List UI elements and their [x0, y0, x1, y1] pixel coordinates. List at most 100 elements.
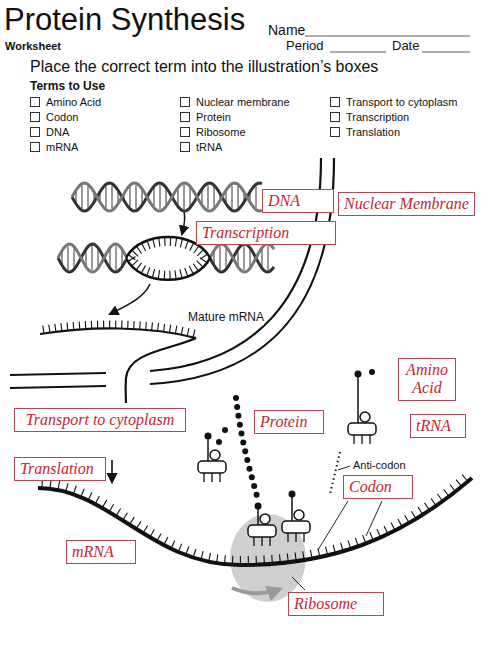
- base: [73, 486, 76, 494]
- bubble-strand: [126, 258, 210, 280]
- base-pair: [129, 187, 130, 207]
- base-pair: [85, 250, 86, 265]
- title: Protein Synthesis: [4, 4, 245, 35]
- base: [193, 329, 195, 337]
- base: [175, 326, 176, 334]
- base: [54, 324, 56, 332]
- base: [190, 243, 194, 251]
- base-pair: [73, 248, 74, 267]
- base: [398, 519, 402, 527]
- base: [232, 556, 234, 565]
- dna-strand: [72, 183, 262, 211]
- base: [97, 321, 98, 329]
- dna-strand: [72, 183, 262, 211]
- term: mRNA: [30, 141, 78, 154]
- answer-text: mRNA: [72, 543, 130, 561]
- base: [123, 513, 128, 521]
- base: [363, 535, 366, 543]
- base-pair: [231, 186, 232, 209]
- base: [103, 320, 104, 328]
- base: [147, 241, 150, 249]
- base: [157, 323, 159, 331]
- base: [444, 489, 449, 496]
- base-pair: [249, 249, 250, 266]
- base: [384, 526, 388, 534]
- mature-mrna: [40, 328, 196, 338]
- dna-strand: [210, 244, 274, 272]
- base: [169, 271, 170, 280]
- trna-symbol: [248, 503, 276, 547]
- answer-box: Ribosome: [288, 592, 384, 616]
- base: [139, 321, 141, 329]
- base: [128, 256, 135, 261]
- answer-text: Codon: [349, 478, 407, 496]
- base: [116, 508, 121, 516]
- base: [127, 321, 128, 329]
- base: [180, 269, 182, 278]
- base-pair: [97, 249, 98, 266]
- base-pair: [207, 185, 208, 208]
- base: [153, 239, 155, 248]
- instruction: Place the correct term into the illustra…: [30, 58, 378, 76]
- base: [170, 237, 172, 246]
- field-label: Period: [286, 39, 324, 54]
- heading: Terms to Use: [30, 80, 105, 94]
- base: [181, 327, 183, 335]
- base: [348, 540, 351, 549]
- base: [310, 550, 312, 559]
- base: [141, 265, 145, 273]
- base: [60, 323, 62, 331]
- amino-acid-dot: [242, 448, 248, 454]
- answer-box: Translation: [14, 457, 106, 481]
- base: [180, 239, 182, 248]
- subtitle: Worksheet: [5, 40, 61, 53]
- base: [271, 555, 273, 564]
- dna-strand: [210, 244, 274, 272]
- amino-acid-dot: [235, 413, 241, 419]
- base: [355, 538, 358, 546]
- amino-acid-dot: [249, 474, 255, 480]
- base: [209, 553, 211, 562]
- base: [85, 321, 87, 329]
- amino-acid-dot: [234, 404, 240, 410]
- base: [91, 321, 92, 329]
- base-pair: [159, 185, 160, 209]
- base: [175, 238, 176, 247]
- amino-acid-dot: [244, 457, 250, 463]
- dna-strand: [58, 244, 126, 272]
- base: [43, 325, 44, 333]
- base: [150, 530, 155, 538]
- dna-strand: [58, 244, 126, 272]
- base-pair: [261, 249, 262, 266]
- answer-text: Transcription: [202, 224, 330, 242]
- term: Nuclear membrane: [180, 96, 290, 109]
- amino-acid-dot: [216, 439, 222, 445]
- base: [185, 268, 188, 276]
- callout: Anti-codon: [353, 459, 406, 472]
- base-pair: [189, 188, 190, 206]
- base: [456, 480, 462, 487]
- base: [437, 494, 442, 501]
- callout: Mature mRNA: [188, 311, 264, 325]
- base: [49, 325, 50, 333]
- answer-text: tRNA: [416, 417, 460, 435]
- base-pair: [237, 186, 238, 208]
- base: [136, 246, 141, 253]
- base: [159, 238, 160, 247]
- term: DNA: [30, 126, 69, 139]
- field-label: Name: [268, 22, 305, 38]
- base-pair: [81, 186, 82, 209]
- base: [133, 321, 135, 329]
- base: [462, 475, 468, 482]
- base: [171, 541, 175, 549]
- base: [175, 270, 176, 279]
- answer-box: DNA: [262, 189, 334, 213]
- amino-acid-dot: [369, 369, 375, 375]
- date-line: [422, 52, 470, 53]
- base-pair: [165, 189, 166, 205]
- base: [109, 320, 110, 328]
- answer-text: Translation: [20, 460, 100, 478]
- base: [391, 523, 395, 531]
- base: [425, 503, 430, 510]
- base: [66, 483, 68, 492]
